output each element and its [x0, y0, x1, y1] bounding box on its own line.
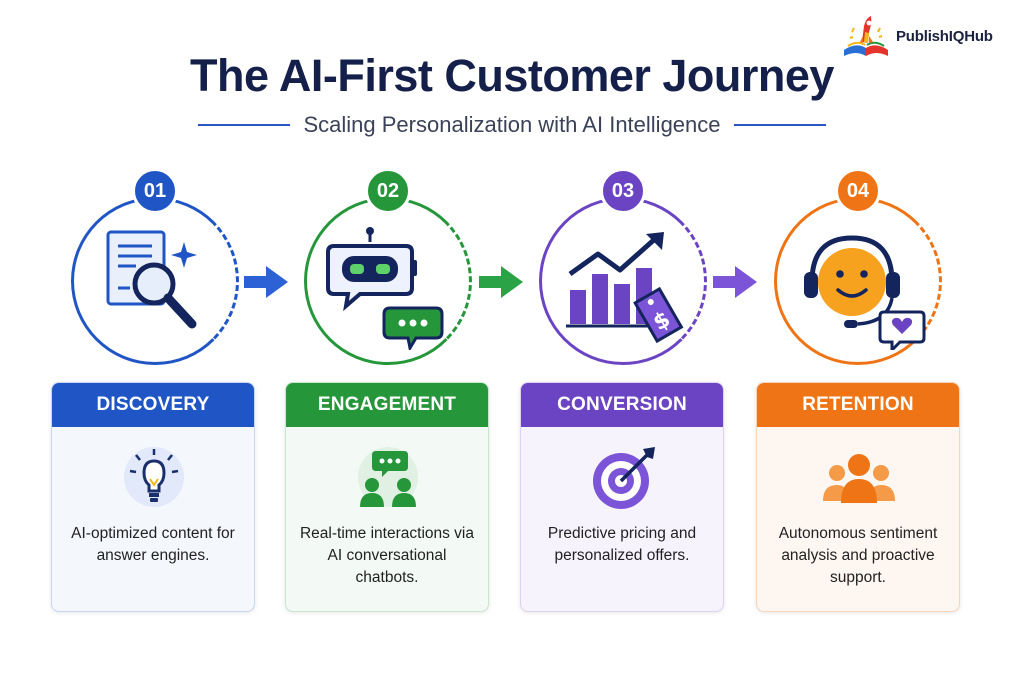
step-1-card-title: DISCOVERY — [52, 383, 254, 427]
step-2-card-title: ENGAGEMENT — [286, 383, 488, 427]
step-3-number-badge: 03 — [600, 168, 646, 214]
page-subtitle: Scaling Personalization with AI Intellig… — [303, 112, 721, 137]
step-4-card: RETENTION Autonomous sentiment analysis … — [756, 382, 960, 612]
step-2-card: ENGAGEMENT Real-time interactions via AI… — [285, 382, 489, 612]
lightbulb-icon — [124, 447, 184, 507]
growth-chart-price-tag-icon: $ — [566, 232, 684, 344]
step-3-card: CONVERSION Predictive pricing and person… — [520, 382, 724, 612]
step-3-card-title: CONVERSION — [521, 383, 723, 427]
arrow-right-icon — [479, 266, 523, 298]
step-4-card-title: RETENTION — [757, 383, 959, 427]
step-4-number-badge: 04 — [835, 168, 881, 214]
step-4-description: Autonomous sentiment analysis and proact… — [778, 525, 938, 586]
page-title: The AI-First Customer Journey — [190, 50, 834, 101]
step-2-card-body: Real-time interactions via AI conversati… — [286, 427, 488, 611]
step-3-card-body: Predictive pricing and personalized offe… — [521, 427, 723, 611]
step-4-card-body: Autonomous sentiment analysis and proact… — [757, 427, 959, 611]
step-3-description: Predictive pricing and personalized offe… — [547, 525, 697, 564]
step-1-number-badge: 01 — [132, 168, 178, 214]
brand-logo: PublishIQHub — [838, 12, 1018, 60]
step-2-description: Real-time interactions via AI conversati… — [299, 525, 474, 586]
document-search-icon — [106, 230, 197, 329]
step-1-card: DISCOVERY AI-optimized content for answe… — [51, 382, 255, 612]
subtitle-row: Scaling Personalization with AI Intellig… — [0, 110, 1024, 140]
customer-group-icon — [823, 454, 895, 503]
headset-support-icon — [804, 235, 926, 350]
subtitle-rule-right — [734, 124, 826, 126]
step-2-number-badge: 02 — [365, 168, 411, 214]
target-icon — [593, 447, 655, 509]
people-chat-icon — [358, 447, 418, 507]
arrow-right-icon — [244, 266, 288, 298]
book-logo-icon — [844, 16, 888, 56]
robot-chat-icon — [326, 227, 444, 350]
subtitle-rule-left — [198, 124, 290, 126]
step-1-description: AI-optimized content for answer engines. — [71, 525, 235, 564]
step-1-card-body: AI-optimized content for answer engines. — [52, 427, 254, 611]
brand-name: PublishIQHub — [896, 27, 993, 45]
arrow-right-icon — [713, 266, 757, 298]
